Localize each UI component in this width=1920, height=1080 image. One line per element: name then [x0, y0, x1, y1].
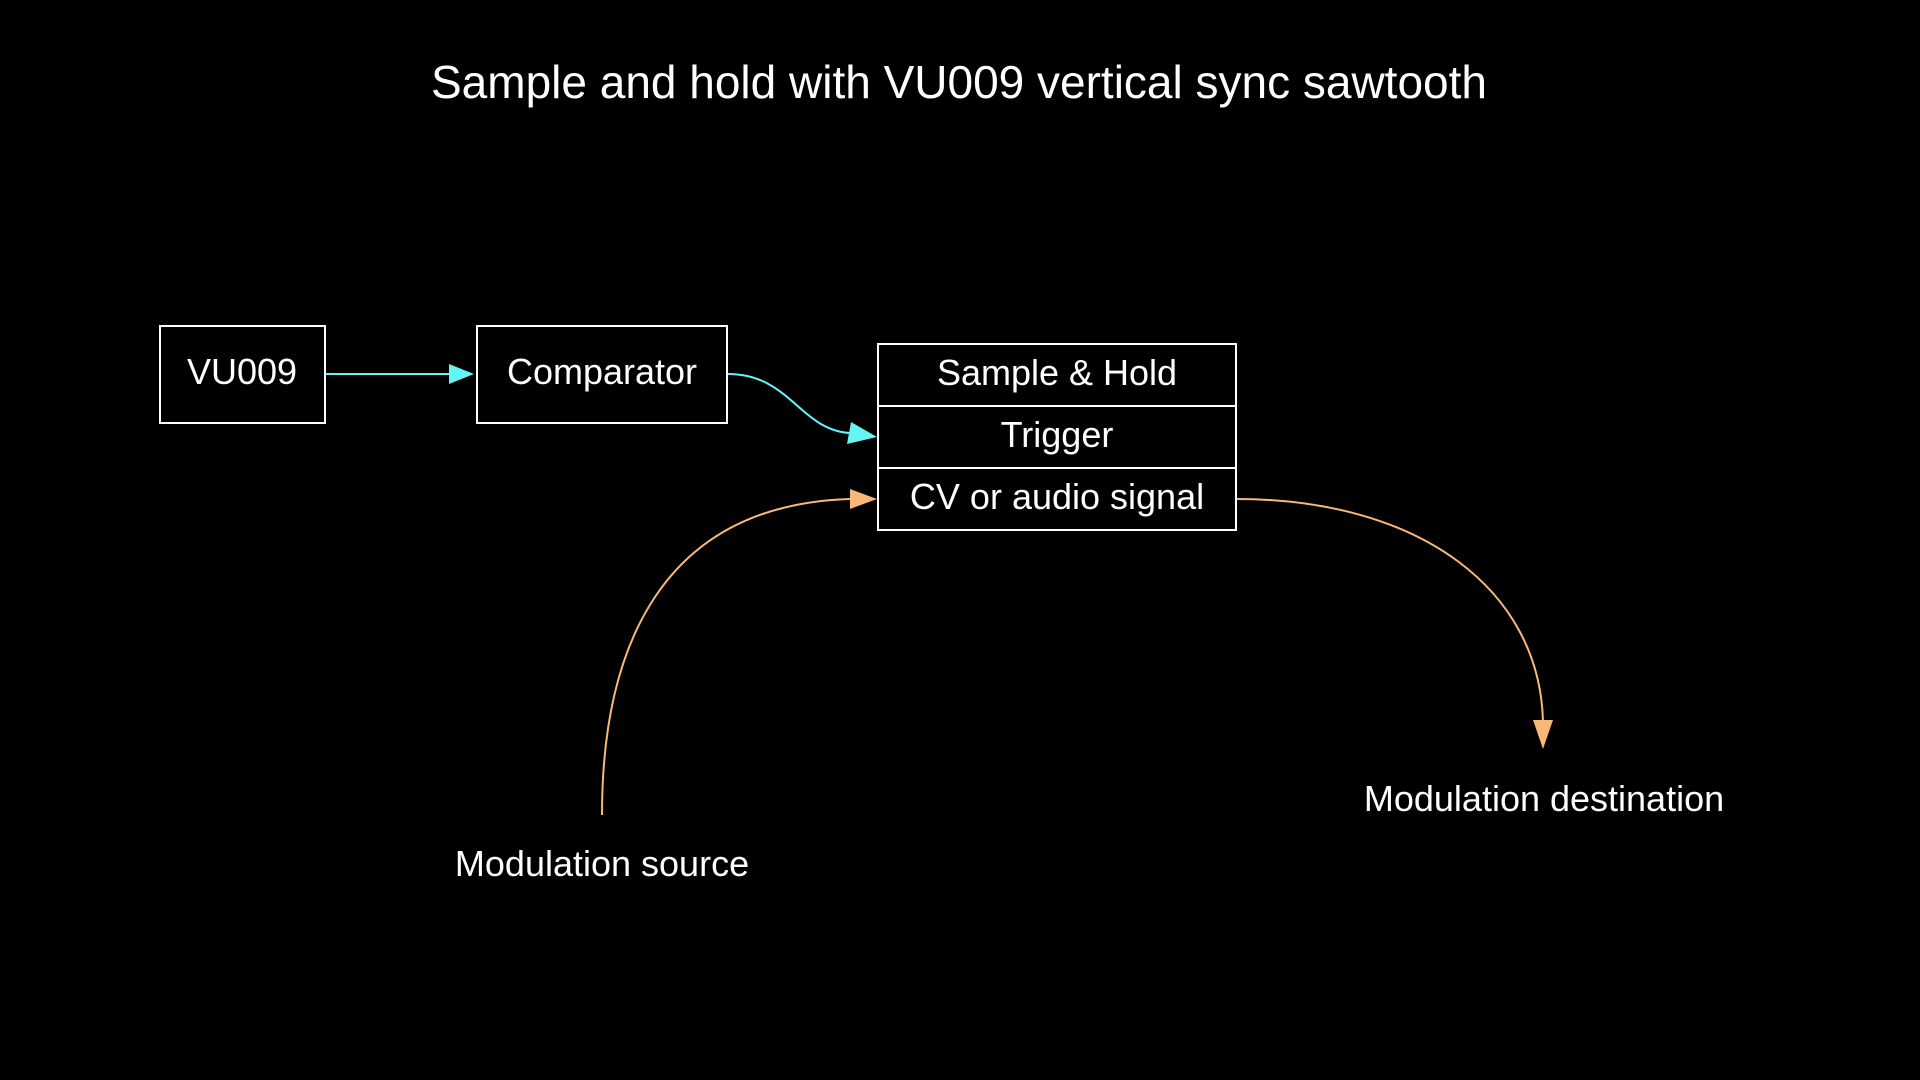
- comparator-node-label: Comparator: [506, 351, 698, 392]
- modulation-destination-label: Modulation destination: [1363, 778, 1725, 819]
- edge-vu009-to-comparator: [326, 364, 474, 384]
- vu009-node-label: VU009: [186, 351, 298, 392]
- edge-modsource-to-cv: [601, 489, 877, 816]
- sample-hold-trigger-label: Trigger: [1000, 414, 1114, 455]
- sample-hold-cv-cell: [877, 467, 1237, 531]
- comparator-node-box: [476, 325, 728, 424]
- sample-hold-node: [877, 343, 1237, 531]
- diagram-title: Sample and hold with VU009 vertical sync…: [430, 56, 1488, 108]
- sample-hold-header-label: Sample & Hold: [936, 352, 1178, 393]
- vu009-node-box: [159, 325, 326, 424]
- sample-hold-cv-label: CV or audio signal: [909, 476, 1205, 517]
- edge-output-to-moddestination: [1236, 498, 1553, 749]
- modulation-source-label: Modulation source: [454, 843, 750, 884]
- edge-comparator-to-trigger: [727, 373, 877, 444]
